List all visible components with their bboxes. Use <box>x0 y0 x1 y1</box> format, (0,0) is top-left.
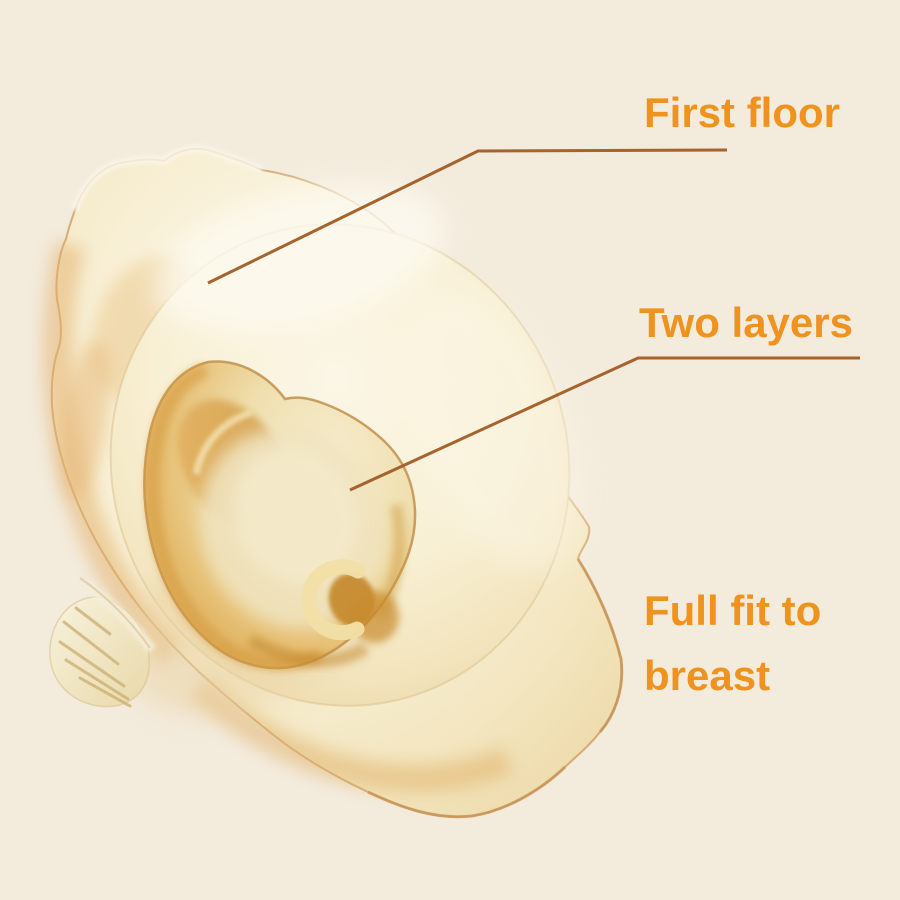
callout-label-full-fit-to-breast: Full fit to breast <box>644 578 821 708</box>
flange-left-rim-deep <box>60 340 110 500</box>
funnel-right-sheen <box>405 288 585 572</box>
leader-lines <box>207 148 860 492</box>
cup-bottom-inner-shadow <box>246 634 370 667</box>
callout-label-first-floor: First floor <box>644 89 840 136</box>
cup-left-rim-band <box>145 363 223 648</box>
flange-bottom-edge-line <box>367 765 567 819</box>
leader-line-first-floor <box>207 148 728 285</box>
callout-label-full-fit-line2: breast <box>644 652 771 699</box>
leader-line-two-layers <box>349 356 860 492</box>
inner-cup <box>142 360 417 671</box>
cup-basin-light <box>233 446 357 584</box>
nozzle <box>49 577 157 708</box>
flange-top-edge-highlight <box>71 145 264 212</box>
funnel-top-sheen <box>153 182 447 334</box>
nozzle-ridges <box>58 606 132 708</box>
tunnel-bright-hook <box>301 559 366 641</box>
flange-edge-over-nozzle-line <box>79 577 151 649</box>
cup-hole-top-highlight <box>192 408 254 475</box>
flange-bottom-rim-band <box>188 675 514 793</box>
flange-right-edge-line <box>576 558 624 733</box>
callout-label-two-layers: Two layers <box>639 299 853 346</box>
callout-label-full-fit-line1: Full fit to <box>644 587 822 634</box>
